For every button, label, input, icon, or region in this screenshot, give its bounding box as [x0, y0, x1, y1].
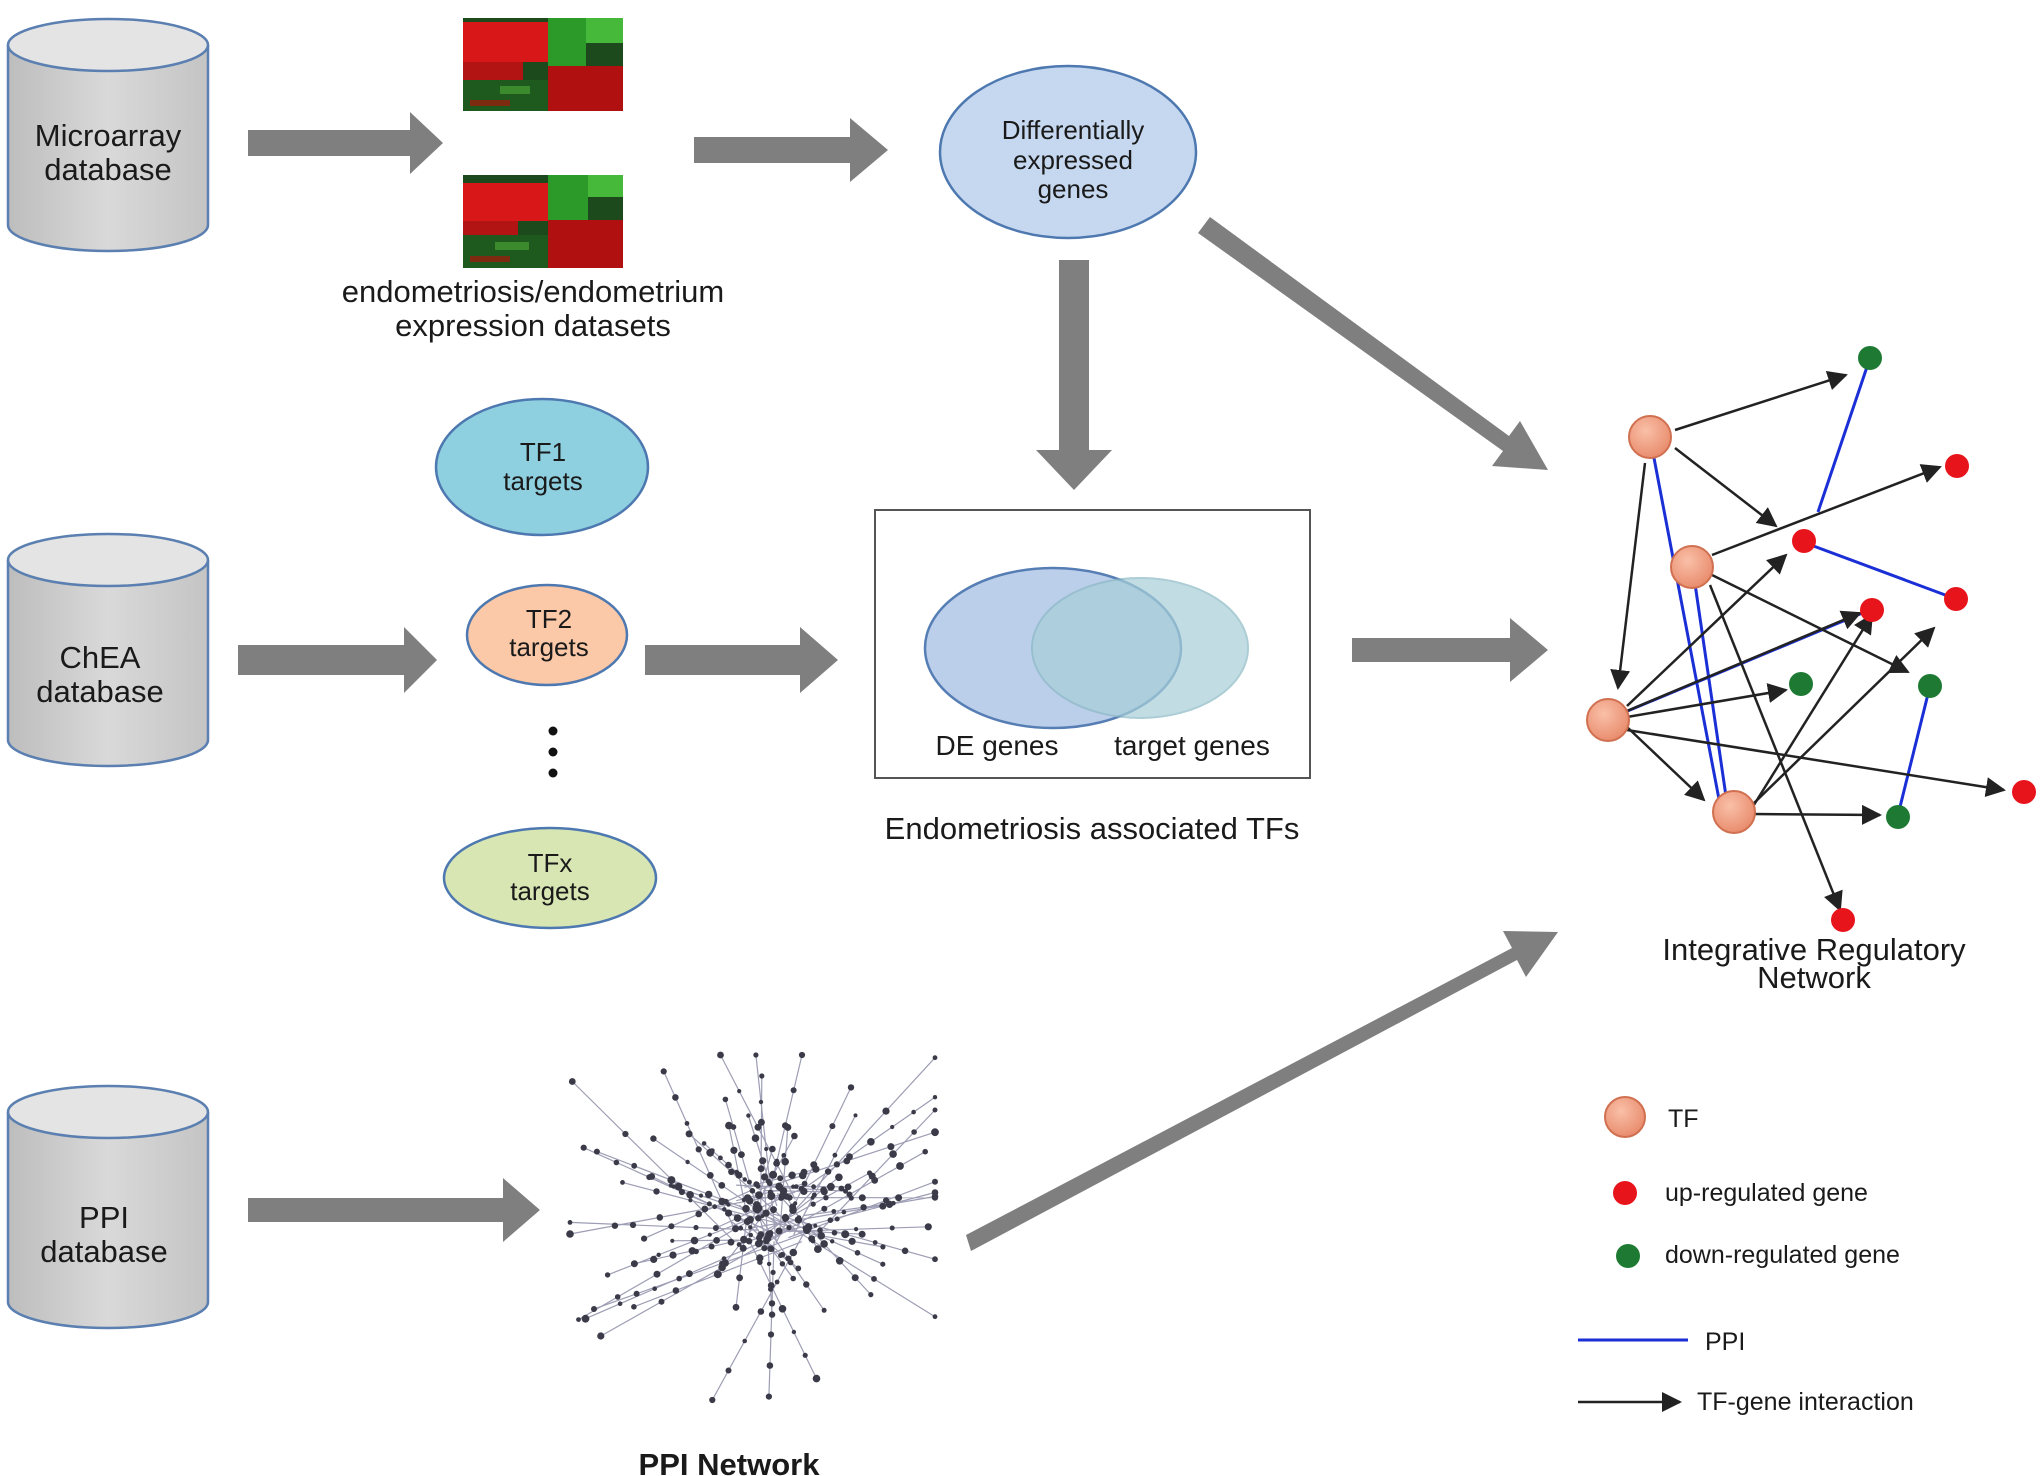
legend-tf-swatch [1604, 1096, 1646, 1138]
microarray-database-label-2: database [44, 152, 172, 187]
ppi-network-graphic [566, 1051, 939, 1404]
network-label-1: Integrative Regulatory [1662, 932, 1966, 967]
arrow-de-genes-to-venn [1036, 260, 1112, 490]
network-label-2: Network [1757, 960, 1871, 995]
microarray-database-cylinder: Microarray database [6, 17, 210, 253]
flow-arrows [238, 112, 1558, 1251]
legend-item-down: down-regulated gene [1616, 1241, 1900, 1269]
de-genes-label-3: genes [1038, 174, 1109, 204]
arrow-heatmaps-to-de-genes [694, 118, 888, 182]
arrow-ppi-db-to-ppi-network [248, 1178, 540, 1242]
legend-up-label: up-regulated gene [1665, 1179, 1868, 1207]
venn-caption: Endometriosis associated TFs [885, 811, 1300, 846]
chea-database-cylinder: ChEA database [6, 532, 210, 768]
chea-database-label-2: database [36, 674, 164, 709]
legend-item-tf: TF [1604, 1096, 1699, 1138]
legend: TF up-regulated gene down-regulated gene… [1578, 1096, 1914, 1416]
legend-item-up: up-regulated gene [1613, 1179, 1868, 1207]
tfx-label-2: targets [510, 876, 590, 906]
de-genes-label-1: Differentially [1002, 115, 1145, 145]
tf1-label-2: targets [503, 466, 583, 496]
expression-heatmap-top [463, 18, 623, 111]
legend-tf-label: TF [1668, 1105, 1699, 1133]
arrow-ppi-network-to-network [966, 931, 1558, 1251]
tf2-label-1: TF2 [526, 604, 572, 634]
legend-down-swatch [1616, 1244, 1640, 1268]
legend-interaction-label: TF-gene interaction [1697, 1388, 1914, 1416]
tf1-label-1: TF1 [520, 437, 566, 467]
ppi-network-label: PPI Network [639, 1447, 821, 1476]
arrow-chea-to-tf2 [238, 627, 437, 693]
venn-right-label: target genes [1114, 730, 1270, 761]
ppi-database-label-2: database [40, 1234, 168, 1269]
ppi-database-label-1: PPI [79, 1200, 129, 1235]
arrow-de-genes-to-network [1198, 217, 1548, 470]
legend-down-label: down-regulated gene [1665, 1241, 1900, 1269]
legend-up-swatch [1613, 1181, 1637, 1205]
integrative-regulatory-network [1586, 346, 2036, 932]
expression-datasets-label-1: endometriosis/endometrium [342, 274, 725, 309]
up-regulated-nodes [1792, 454, 2036, 932]
ppi-database-cylinder: PPI database [6, 1084, 210, 1330]
tfx-label-1: TFx [528, 848, 573, 878]
legend-ppi-label: PPI [1705, 1328, 1745, 1356]
venn-diagram-box: DE genes target genes [874, 509, 1311, 779]
tf1-targets-ellipse: TF1 targets [434, 397, 650, 537]
tfx-targets-ellipse: TFx targets [442, 826, 658, 930]
arrow-tf2-to-venn [645, 627, 838, 693]
chea-database-label-1: ChEA [60, 640, 141, 675]
legend-item-ppi: PPI [1578, 1328, 1745, 1356]
legend-item-interaction: TF-gene interaction [1578, 1388, 1914, 1416]
expression-heatmap-bottom [463, 175, 623, 268]
venn-left-label: DE genes [936, 730, 1059, 761]
tf-nodes [1586, 415, 1756, 834]
tf2-label-2: targets [509, 632, 589, 662]
vertical-ellipsis [548, 726, 558, 778]
arrow-microarray-to-heatmaps [248, 112, 443, 174]
arrow-venn-to-network [1352, 618, 1548, 682]
tf2-targets-ellipse: TF2 targets [465, 583, 629, 687]
expression-datasets-label-2: expression datasets [395, 308, 671, 343]
de-genes-label-2: expressed [1013, 145, 1133, 175]
de-genes-ellipse: Differentially expressed genes [938, 64, 1198, 240]
microarray-database-label-1: Microarray [35, 118, 182, 153]
down-regulated-nodes [1789, 346, 1942, 829]
interaction-edges [1610, 370, 2006, 912]
